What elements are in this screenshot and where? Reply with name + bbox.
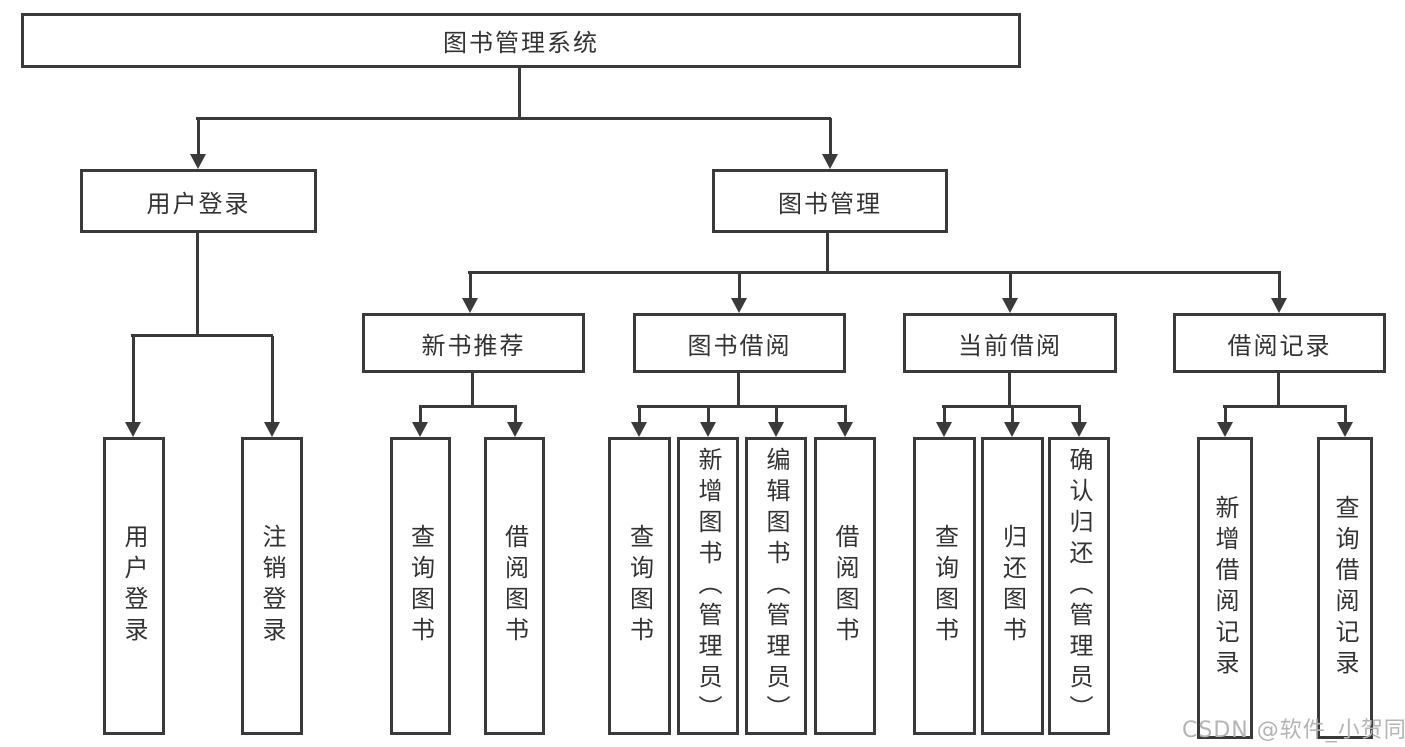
leaf-borrow-books-2-label: 借阅图书 — [831, 524, 859, 648]
leaf-user-login: 用户登录 — [103, 437, 165, 735]
leaf-return-books: 归还图书 — [981, 437, 1044, 735]
connector-book-borrowing-bracket — [637, 405, 847, 408]
leaf-confirm-return-admin-label: 确认归还（管理员） — [1065, 446, 1093, 726]
node-new-book-recommend: 新书推荐 — [362, 313, 585, 373]
node-new-book-recommend-label: 新书推荐 — [421, 331, 526, 360]
arrow-to-leaf-query-books-2 — [631, 407, 647, 437]
node-current-borrowing-label: 当前借阅 — [958, 331, 1062, 360]
leaf-edit-books-admin-label: 编辑图书（管理员） — [762, 446, 790, 726]
connector-user-login-bracket — [131, 334, 273, 337]
leaf-logout-label: 注销登录 — [258, 524, 286, 648]
leaf-query-books-1-label: 查询图书 — [406, 524, 435, 648]
node-borrow-records: 借阅记录 — [1173, 313, 1386, 373]
node-book-management-label: 图书管理 — [778, 189, 882, 218]
arrow-to-leaf-add-books-admin — [700, 407, 716, 437]
leaf-return-books-label: 归还图书 — [998, 524, 1027, 648]
leaf-user-login-label: 用户登录 — [120, 524, 148, 648]
leaf-edit-books-admin: 编辑图书（管理员） — [745, 437, 807, 735]
connector-borrow-records-trunk — [1277, 373, 1280, 408]
arrow-to-leaf-borrow-books-1 — [507, 407, 523, 437]
arrow-to-leaf-query-borrow-record — [1337, 407, 1353, 437]
node-user-login-label: 用户登录 — [146, 189, 251, 218]
csdn-watermark: CSDN @软件_小贺同学 — [1182, 718, 1405, 743]
node-current-borrowing: 当前借阅 — [903, 313, 1117, 373]
connector-new-book-recommend-trunk — [471, 373, 474, 408]
leaf-query-borrow-record-label: 查询借阅记录 — [1331, 495, 1359, 681]
leaf-query-books-2: 查询图书 — [608, 437, 671, 735]
leaf-logout: 注销登录 — [241, 437, 303, 735]
connector-user-login-trunk — [196, 233, 199, 337]
arrow-to-leaf-query-books-3 — [936, 407, 952, 437]
node-root-label: 图书管理系统 — [443, 29, 599, 57]
arrow-to-borrow-records — [1271, 273, 1287, 313]
connector-current-borrowing-trunk — [1008, 373, 1011, 408]
connector-book-management-trunk — [826, 233, 829, 274]
arrow-to-new-book-recommend — [462, 273, 478, 313]
arrow-to-leaf-user-login — [125, 336, 141, 437]
leaf-query-books-1: 查询图书 — [390, 437, 451, 735]
leaf-query-books-3: 查询图书 — [913, 437, 976, 735]
leaf-borrow-books-2: 借阅图书 — [814, 437, 876, 735]
arrow-to-leaf-borrow-books-2 — [837, 407, 853, 437]
arrow-to-leaf-edit-books-admin — [768, 407, 784, 437]
connector-new-book-recommend-bracket — [419, 405, 517, 408]
arrow-to-user-login — [190, 118, 206, 169]
leaf-query-books-2-label: 查询图书 — [625, 524, 654, 648]
node-book-borrowing-label: 图书借阅 — [687, 331, 792, 360]
leaf-borrow-books-1: 借阅图书 — [484, 437, 545, 735]
node-book-borrowing: 图书借阅 — [633, 313, 846, 373]
leaf-add-borrow-record: 新增借阅记录 — [1197, 437, 1253, 739]
connector-root-bracket — [196, 117, 831, 120]
leaf-query-borrow-record: 查询借阅记录 — [1317, 437, 1373, 739]
node-book-management: 图书管理 — [712, 169, 948, 233]
leaf-add-books-admin: 新增图书（管理员） — [677, 437, 739, 735]
arrow-to-book-borrowing — [731, 273, 747, 313]
node-root: 图书管理系统 — [21, 13, 1021, 68]
connector-borrow-records-bracket — [1223, 405, 1347, 408]
leaf-confirm-return-admin: 确认归还（管理员） — [1048, 437, 1110, 735]
connector-root-trunk — [518, 68, 521, 120]
connector-book-borrowing-trunk — [737, 373, 740, 408]
arrow-to-leaf-add-borrow-record — [1217, 407, 1233, 437]
leaf-query-books-3-label: 查询图书 — [930, 524, 959, 648]
leaf-add-books-admin-label: 新增图书（管理员） — [694, 446, 722, 726]
node-user-login: 用户登录 — [80, 169, 317, 233]
connector-current-borrowing-bracket — [942, 405, 1081, 408]
arrow-to-leaf-confirm-return-admin — [1071, 407, 1087, 437]
leaf-borrow-books-1-label: 借阅图书 — [500, 524, 529, 648]
leaf-add-borrow-record-label: 新增借阅记录 — [1211, 495, 1239, 681]
arrow-to-current-borrowing — [1002, 273, 1018, 313]
node-borrow-records-label: 借阅记录 — [1227, 331, 1332, 360]
connector-book-management-bracket — [468, 271, 1281, 274]
arrow-to-book-management — [822, 118, 838, 169]
arrow-to-leaf-query-books-1 — [412, 407, 428, 437]
arrow-to-leaf-logout — [264, 336, 280, 437]
arrow-to-leaf-return-books — [1004, 407, 1020, 437]
